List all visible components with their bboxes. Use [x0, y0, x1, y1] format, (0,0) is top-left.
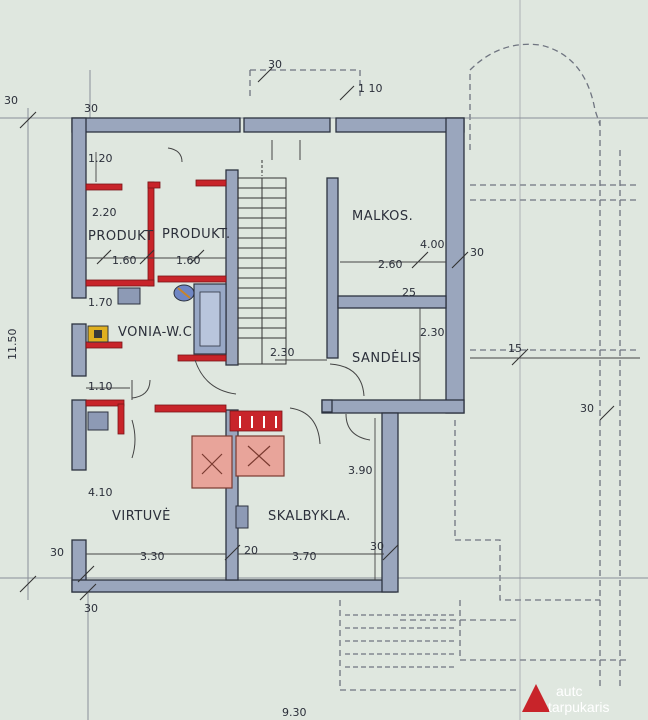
room-label-produkt-right: PRODUKT.: [162, 227, 231, 242]
dim-230-vert: 2.30: [420, 326, 445, 339]
dim-390: 3.90: [348, 464, 373, 477]
dim-30-bottom-right: 30: [370, 540, 384, 553]
walls: [71, 117, 465, 593]
dim-top-30-left: 30: [84, 102, 98, 115]
dim-400: 4.00: [420, 238, 445, 251]
dim-330: 3.30: [140, 550, 165, 563]
dim-top-110: 1 10: [358, 82, 383, 95]
dim-30-bottom: 30: [84, 602, 98, 615]
dim-370: 3.70: [292, 550, 317, 563]
washbasin: [117, 287, 141, 305]
room-labels: PRODUKT PRODUKT. MALKOS. VONIA-W.C SANDĖ…: [88, 209, 421, 524]
door-swings: [131, 140, 371, 459]
watermark-line1: autc: [556, 683, 582, 699]
water-heater: [87, 325, 109, 343]
room-label-produkt-left: PRODUKT: [88, 229, 154, 244]
red-partitions: [85, 179, 283, 435]
dim-930: 9.30: [282, 706, 307, 719]
dim-160b: 1.60: [176, 254, 201, 267]
dimension-lines: [86, 152, 640, 580]
dim-410: 4.10: [88, 486, 113, 499]
dimension-ticks: [19, 67, 615, 601]
room-label-sandelis: SANDĖLIS: [352, 350, 421, 366]
dim-160a: 1.60: [112, 254, 137, 267]
stove-grille: [239, 416, 277, 428]
dim-220: 2.20: [92, 206, 117, 219]
dim-20: 20: [244, 544, 258, 557]
dim-30-corner: 30: [4, 94, 18, 107]
dim-30-far: 30: [580, 402, 594, 415]
bathtub: [193, 283, 227, 355]
boiler: [235, 505, 249, 529]
dim-1150: 11.50: [6, 329, 19, 361]
dim-25: 25: [402, 286, 416, 299]
dim-260: 2.60: [378, 258, 403, 271]
dim-170: 1.70: [88, 296, 113, 309]
dim-120: 1.20: [88, 152, 113, 165]
dim-top-30-stair: 30: [268, 58, 282, 71]
dim-230-horiz: 2.30: [270, 346, 295, 359]
room-label-vonia: VONIA-W.C: [118, 325, 192, 340]
watermark-logo: autc tarpukaris: [522, 683, 609, 715]
staircase: [237, 160, 287, 365]
watermark-triangle-icon: [522, 684, 550, 712]
room-label-skalbykla: SKALBYKLA.: [268, 509, 351, 524]
dim-30-bottom-left: 30: [50, 546, 64, 559]
dim-15: 15: [508, 342, 522, 355]
room-label-virtuve: VIRTUVĖ: [112, 508, 171, 524]
dim-30-right: 30: [470, 246, 484, 259]
room-label-malkos: MALKOS.: [352, 209, 413, 224]
watermark-line2: tarpukaris: [548, 699, 609, 715]
toilet: [173, 284, 195, 302]
sink-kitchen: [87, 411, 109, 431]
dimension-labels: 30 30 1 10 1.20 2.20 1.60 1.60 4.00 2.60…: [4, 58, 594, 719]
chimney-blocks: [191, 435, 285, 489]
dim-110: 1.10: [88, 380, 113, 393]
